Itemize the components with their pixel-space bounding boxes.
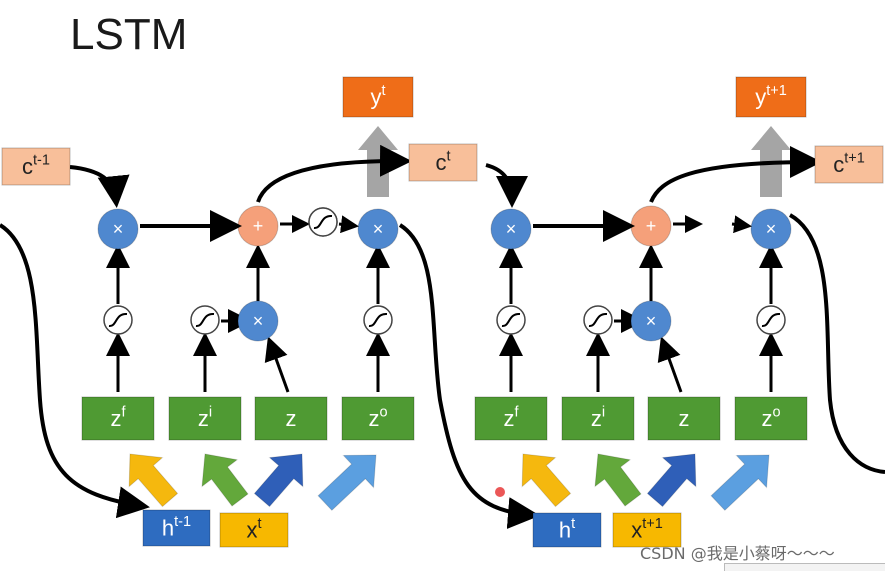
h-t-box: ht (532, 512, 602, 548)
x-next-box: xt+1 (612, 512, 682, 548)
cell1-z-input-label: z (286, 406, 297, 431)
x-next-box-label: xt+1 (631, 516, 663, 543)
cell2-sigmoid-i (583, 305, 613, 335)
watermark-text: CSDN @我是小蔡呀～～～ (640, 544, 835, 563)
cell1-fat-arrow-z (253, 453, 304, 508)
cell1-zi-gate-label: zi (198, 404, 212, 431)
cell2-output-mult-node-symbol: × (766, 219, 777, 239)
h-t-box-label: ht (559, 516, 575, 543)
cell2-add-node: + (630, 205, 672, 247)
cell2-sigmoid-o (756, 305, 786, 335)
cell2-zf-gate: zf (474, 396, 548, 441)
cell1-output-mult-node: × (357, 208, 399, 250)
cell1-forget-mult-node: × (97, 208, 139, 250)
cell2-sigc-to-mult (731, 215, 752, 234)
cell1-add-node: + (237, 205, 279, 247)
cell1-fat-arrow-f (128, 453, 179, 508)
cell2-zo-gate-label: zo (761, 404, 780, 431)
add2-to-cnext (649, 146, 822, 203)
cell2-zi-gate: zi (561, 396, 635, 441)
cell2-add-node-symbol: + (646, 216, 657, 236)
cell1-sigmoid-o (363, 305, 393, 335)
cell1-input-mult-node-symbol: × (253, 311, 264, 331)
cell2-z-input-label: z (679, 406, 690, 431)
cell1-zo-gate: zo (341, 396, 415, 441)
taskbar-fragment (724, 563, 885, 571)
y-next-box: yt+1 (735, 76, 807, 118)
c-prev-box-label: ct-1 (22, 152, 50, 179)
cell1-zf-gate-label: zf (110, 404, 126, 431)
cell2-zo-gate: zo (734, 396, 808, 441)
c-t-box-label: ct (435, 148, 450, 175)
ct-to-mult2 (485, 163, 528, 208)
h-next-curve (788, 213, 885, 474)
cell2-forget-mult-node-symbol: × (506, 219, 517, 239)
cell2-fat-arrow-f (521, 453, 572, 508)
cell1-sigc-to-mult (338, 215, 359, 234)
h-t-curve (398, 223, 540, 530)
cell2-z-to-mult (657, 336, 683, 393)
cell2-zf-gate-label: zf (503, 404, 519, 431)
cursor-dot (495, 487, 505, 497)
cell2-zi-gate-label: zi (591, 404, 605, 431)
y-t-box-label: yt (370, 83, 385, 110)
x-t-box-label: xt (246, 516, 261, 543)
c-t-box: ct (408, 143, 478, 182)
cell2-fat-arrow-z (646, 453, 697, 508)
c-next-box: ct+1 (814, 145, 884, 184)
cell1-forget-mult-node-symbol: × (113, 219, 124, 239)
cell2-sigmoid-f (496, 305, 526, 335)
cell1-zo-gate-label: zo (368, 404, 387, 431)
cell1-input-mult-node: × (237, 300, 279, 342)
cell1-fat-arrow-i (201, 453, 249, 507)
cell1-z-input: z (254, 396, 328, 441)
cell1-zi-gate: zi (168, 396, 242, 441)
h-prev-box: ht-1 (142, 509, 211, 547)
add1-to-ct (256, 144, 412, 203)
x-t-box: xt (219, 512, 289, 548)
cell2-output-mult-node: × (750, 208, 792, 250)
cell2-input-mult-node: × (630, 300, 672, 342)
y-next-box-label: yt+1 (755, 83, 787, 110)
cell2-forget-mult-node: × (490, 208, 532, 250)
cell2-sigmoid-c (308, 207, 338, 237)
page-title: LSTM (70, 10, 188, 59)
h-prev-box-label: ht-1 (162, 514, 191, 541)
cell2-input-mult-node-symbol: × (646, 311, 657, 331)
cell2-z-input: z (647, 396, 721, 441)
cell2-fat-arrow-i (594, 453, 642, 507)
c-prev-box: ct-1 (1, 147, 71, 186)
cell1-fat-arrow-o (317, 454, 377, 511)
cell1-output-mult-node-symbol: × (373, 219, 384, 239)
cell1-add-node-symbol: + (253, 216, 264, 236)
c-next-box-label: ct+1 (833, 150, 865, 177)
cell2-fat-arrow-o (710, 454, 770, 511)
h-prev-curve (0, 223, 150, 519)
cell1-zf-gate: zf (81, 396, 155, 441)
cell1-sigmoid-i (190, 305, 220, 335)
y-t-box: yt (342, 76, 414, 118)
cprev-to-mult (69, 165, 130, 208)
cell1-z-to-mult (264, 336, 290, 393)
cell1-sigmoid-f (103, 305, 133, 335)
